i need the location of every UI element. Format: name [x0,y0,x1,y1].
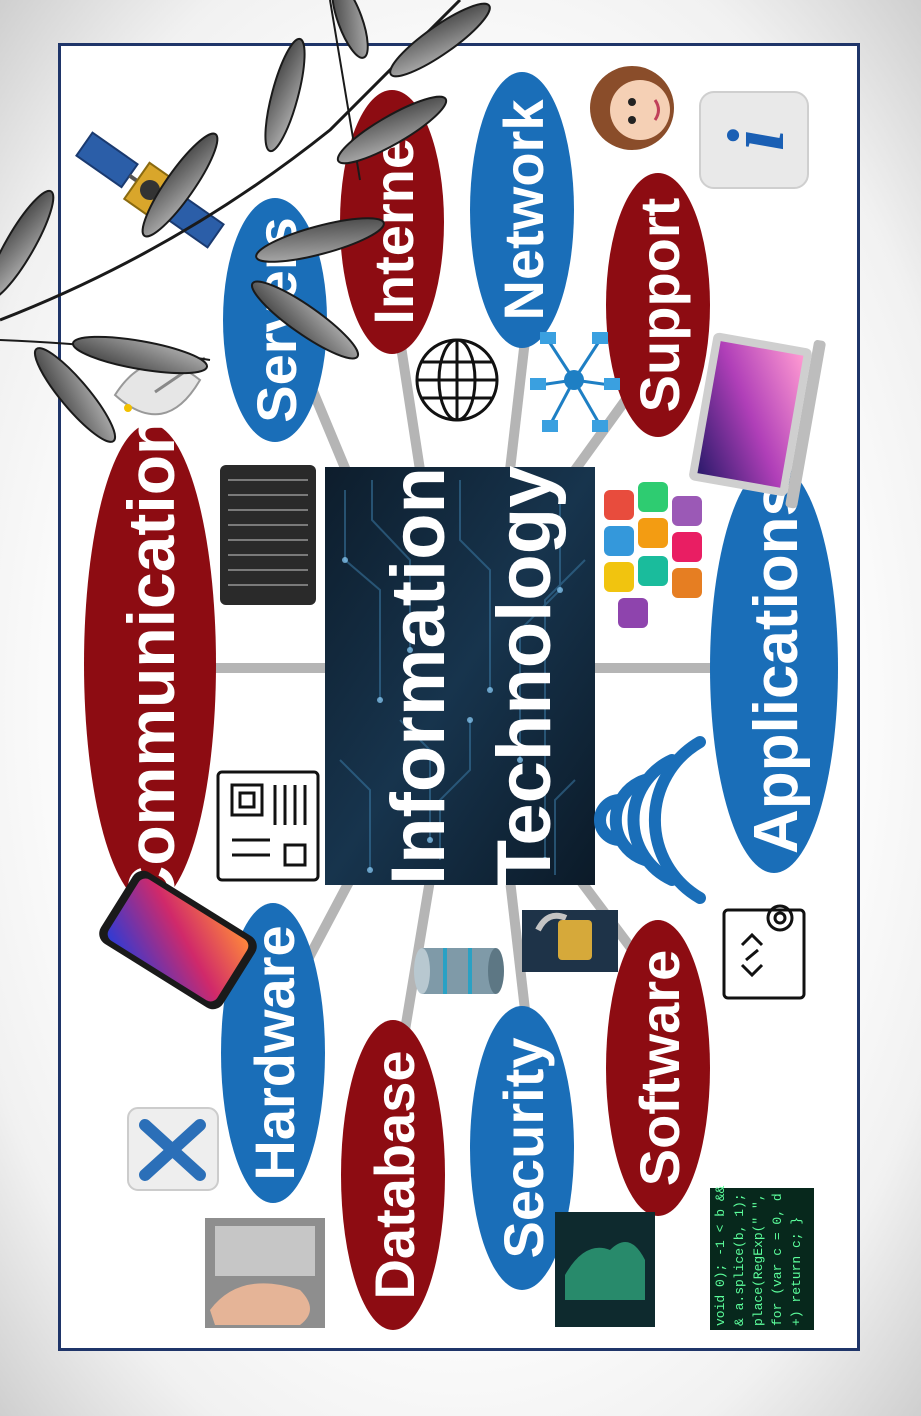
network-topology-icon [530,332,620,432]
code-line: void 0); -1 < b && [713,1185,728,1326]
node-communication: Communication [84,415,216,914]
security-cloud-icon [555,1212,655,1327]
center-title-line1: Information [376,467,461,885]
connector-internet [395,335,425,475]
node-security-label: Security [492,1038,555,1259]
code-settings-icon [722,904,806,1000]
code-line: & a.splice(b, 1); [732,1193,747,1326]
center-box: Information Technology [325,466,595,887]
code-snippet-panel: void 0); -1 < b && & a.splice(b, 1); pla… [710,1185,814,1330]
code-line: place(RegExp(" ", [751,1193,766,1326]
hardware-photo-icon [205,1218,325,1328]
node-software: Software [606,920,710,1216]
node-database: Database [341,1020,445,1330]
center-title-line2: Technology [482,466,567,887]
node-network: Network [470,72,574,348]
node-communication-label: Communication [114,415,188,914]
connector-hardware [300,875,355,970]
node-applications-label: Applications [742,482,811,854]
node-network-label: Network [492,99,555,321]
node-applications: Applications [710,463,838,873]
node-hardware: Hardware [221,903,325,1203]
node-support-label: Support [628,198,691,413]
wifi-icon [594,736,706,904]
code-line: +) return c; } [789,1217,804,1326]
info-icon: i [699,91,809,189]
server-rack-icon [220,465,316,605]
node-security: Security [470,1006,574,1290]
connector-security [505,875,530,1015]
connector-network [505,335,530,475]
padlock-icon [522,910,618,972]
leaf-branch-decoration [0,0,491,443]
svg-text:i: i [713,129,801,151]
motherboard-icon [216,770,320,882]
laptop-icon [689,332,826,509]
node-database-label: Database [363,1050,426,1299]
app-icons-cluster [604,482,702,628]
node-software-label: Software [628,950,691,1187]
database-icon [414,948,504,994]
node-support: Support [606,173,710,437]
support-agent-icon [580,60,685,158]
globe-icon [415,338,499,422]
node-hardware-label: Hardware [243,925,306,1180]
code-line: for (var c = 0, d [770,1193,785,1326]
smartphone-icon [99,870,257,1010]
tools-icon [127,1107,219,1191]
